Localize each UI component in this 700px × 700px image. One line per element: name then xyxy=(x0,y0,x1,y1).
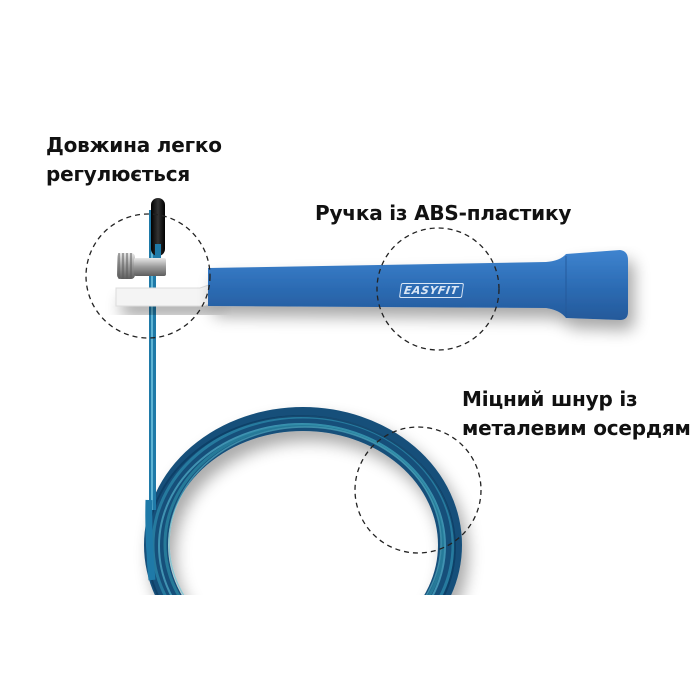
length-adjuster-screw xyxy=(117,253,166,279)
cord-end-cap xyxy=(151,198,165,256)
callout-abs-handle: Ручка із ABS-пластику xyxy=(315,199,571,228)
rope-cord xyxy=(145,210,156,581)
callout-strong-cord: Міцний шнур із металевим осердям xyxy=(462,385,691,443)
callout-line: металевим осердям xyxy=(462,416,691,440)
handle-clip xyxy=(115,283,213,307)
callout-circle-handle xyxy=(376,227,500,351)
rope-coil xyxy=(144,407,462,595)
callout-circle-length xyxy=(85,213,211,339)
callout-line: Міцний шнур із xyxy=(462,387,638,411)
callout-line: регулюється xyxy=(46,162,191,186)
callout-line: Довжина легко xyxy=(46,133,222,157)
jump-rope-handle xyxy=(208,250,628,320)
callout-line: Ручка із ABS-пластику xyxy=(315,201,572,225)
callout-length-adjustable: Довжина легко регулюється xyxy=(46,131,222,189)
brand-logo: EASYFIT xyxy=(398,283,464,298)
callout-circle-cord xyxy=(354,426,482,554)
